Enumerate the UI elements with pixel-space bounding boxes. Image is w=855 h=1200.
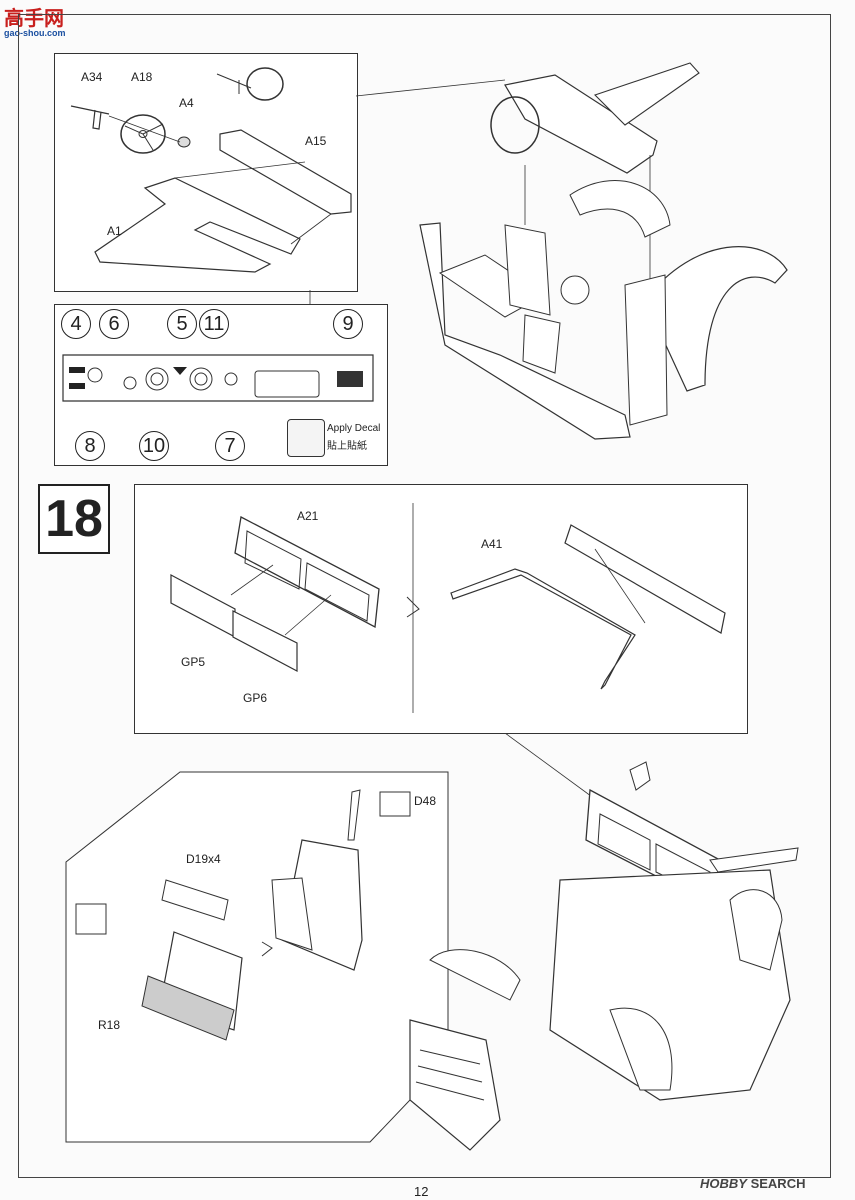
dashboard-panel-drawing <box>62 354 374 402</box>
decal-number-8: 8 <box>75 431 105 461</box>
dashboard-decal-box: 4 6 5 11 9 8 10 7 Apply Decal 貼上貼紙 <box>54 304 388 466</box>
label-a41: A41 <box>481 537 503 551</box>
final-assembly-drawing <box>409 761 799 1151</box>
sub-assembly-windshield: A21 GP5 GP6 A41 <box>134 484 748 734</box>
watermark-bottom-brand2: SEARCH <box>750 1176 806 1191</box>
label-gp6: GP6 <box>243 691 268 705</box>
page-number: 12 <box>414 1184 429 1199</box>
label-gp5: GP5 <box>181 655 206 669</box>
label-d19x4: D19x4 <box>186 852 221 866</box>
label-a4: A4 <box>179 96 194 110</box>
chassis-assembly-drawing <box>419 62 788 440</box>
watermark-bottom: HOBBY SEARCH <box>700 1176 805 1191</box>
decal-number-7: 7 <box>215 431 245 461</box>
watermark-brand: 高手网 <box>4 8 64 30</box>
label-d48: D48 <box>414 794 437 808</box>
steering-panel-drawing <box>70 67 352 273</box>
label-r18: R18 <box>98 1018 121 1032</box>
watermark-url: gao-shou.com <box>4 28 66 38</box>
decal-number-11: 11 <box>199 309 229 339</box>
label-a18: A18 <box>131 70 153 84</box>
windshield-drawing <box>170 503 726 713</box>
apply-decal-zh: 貼上貼紙 <box>327 441 367 452</box>
apply-decal-en: Apply Decal <box>327 423 381 434</box>
decal-number-4: 4 <box>61 309 91 339</box>
watermark-bottom-brand: HOBBY <box>700 1176 747 1191</box>
label-a21: A21 <box>297 509 319 523</box>
watermark-top: 高手网 gao-shou.com <box>4 2 66 38</box>
sub-assembly-seat <box>65 771 449 1143</box>
decal-number-10: 10 <box>139 431 169 461</box>
decal-number-6: 6 <box>99 309 129 339</box>
apply-decal-icon <box>287 419 325 457</box>
sub-assembly-steering-panel: A34 A18 A4 A15 A1 <box>54 53 358 292</box>
label-a15: A15 <box>305 134 327 148</box>
label-a34: A34 <box>81 70 103 84</box>
label-a1: A1 <box>107 224 122 238</box>
decal-number-5: 5 <box>167 309 197 339</box>
page-frame <box>18 14 831 1178</box>
decal-number-9: 9 <box>333 309 363 339</box>
step-number: 18 <box>38 484 110 554</box>
